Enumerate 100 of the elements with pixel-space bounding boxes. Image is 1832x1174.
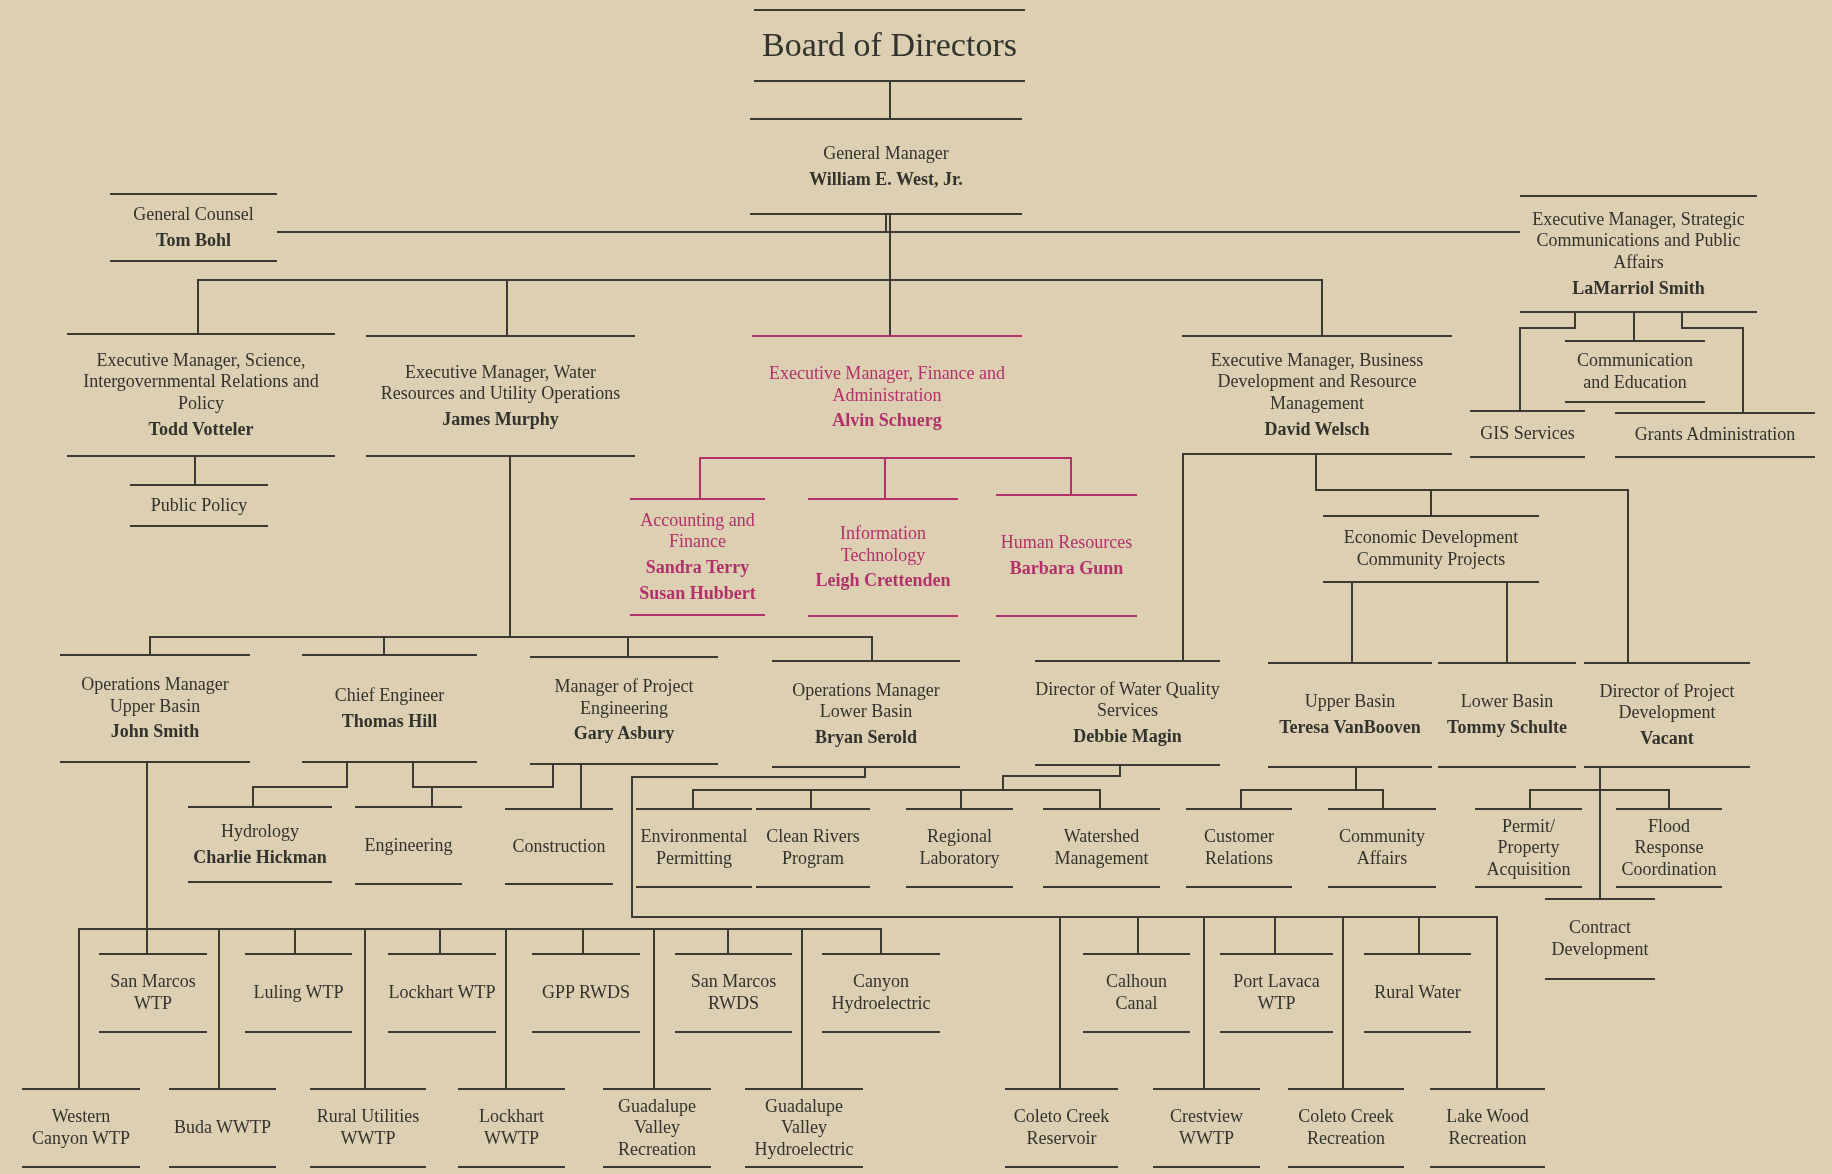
unit-title: Economic Development Community Projects xyxy=(1342,527,1520,571)
unit-title: Manager of Project Engineering xyxy=(553,676,695,720)
connector-line xyxy=(1506,582,1508,663)
org-unit-band xyxy=(1153,1088,1260,1168)
org-unit-band xyxy=(1182,335,1452,455)
org-unit-band xyxy=(67,333,335,457)
org-unit-band xyxy=(1288,1088,1404,1168)
unit-title: Construction xyxy=(512,835,606,858)
org-unit-band xyxy=(1083,953,1190,1033)
person-name: William E. West, Jr. xyxy=(809,168,963,191)
unit-title: Coleto Creek Recreation xyxy=(1297,1106,1395,1150)
person-name: Todd Votteler xyxy=(148,418,254,441)
unit-title: Guadalupe Valley Recreation xyxy=(617,1095,697,1161)
org-unit-band xyxy=(675,953,792,1033)
org-unit-band xyxy=(1328,808,1436,888)
connector-line xyxy=(889,81,891,119)
org-unit-band xyxy=(366,335,635,457)
connector-line xyxy=(1355,767,1384,809)
person-name: Bryan Serold xyxy=(814,726,918,749)
connector-line xyxy=(580,764,582,809)
org-unit-band xyxy=(1545,898,1655,980)
org-unit-band xyxy=(110,193,277,262)
unit-title: Executive Manager, Strategic Communications and Public Affairs xyxy=(1531,208,1746,274)
org-unit-band xyxy=(169,1088,276,1168)
unit-title: San Marcos WTP xyxy=(109,971,197,1015)
unit-title: Environmental Permitting xyxy=(639,826,749,870)
unit-title: Luling WTP xyxy=(253,982,344,1004)
org-unit-band xyxy=(636,808,752,888)
person-name: LaMarriol Smith xyxy=(1572,277,1705,300)
unit-title: Clean Rivers Program xyxy=(765,826,861,870)
unit-title: Customer Relations xyxy=(1203,826,1275,870)
org-unit-band xyxy=(310,1088,426,1168)
org-unit-band xyxy=(22,1088,140,1168)
org-unit-band xyxy=(996,494,1137,617)
unit-title: Hydrology xyxy=(221,820,299,843)
unit-title: Coleto Creek Reservoir xyxy=(1012,1106,1111,1150)
unit-title: Board of Directors xyxy=(762,25,1017,66)
connector-line xyxy=(1315,454,1629,663)
unit-title: Buda WWTP xyxy=(173,1117,272,1139)
org-unit-band xyxy=(1475,808,1582,888)
unit-title: GPP RWDS xyxy=(542,982,630,1004)
unit-title: San Marcos RWDS xyxy=(689,971,778,1015)
unit-title: Rural Utilities WWTP xyxy=(315,1106,421,1150)
unit-title: Port Lavaca WTP xyxy=(1232,971,1321,1015)
org-unit-band xyxy=(906,808,1013,888)
org-unit-band xyxy=(532,953,640,1033)
person-name: Susan Hubbert xyxy=(639,582,756,605)
person-name: Charlie Hickman xyxy=(193,846,327,869)
unit-title: Engineering xyxy=(364,834,453,857)
connector-line xyxy=(1182,454,1184,661)
connector-line xyxy=(699,457,886,499)
unit-title: Community Affairs xyxy=(1338,826,1426,870)
org-unit-band xyxy=(1438,662,1576,768)
unit-title: Calhoun Canal xyxy=(1105,971,1168,1015)
unit-title: Regional Laboratory xyxy=(918,826,1001,870)
unit-title: Lockhart WWTP xyxy=(478,1106,545,1150)
unit-title: Director of Project Development xyxy=(1598,680,1736,724)
unit-title: Lockhart WTP xyxy=(388,982,496,1004)
person-name: Gary Asbury xyxy=(573,723,675,745)
unit-title: Contract Development xyxy=(1550,917,1650,961)
org-unit-band xyxy=(630,498,765,616)
person-name: James Murphy xyxy=(442,408,559,431)
unit-title: Grants Administration xyxy=(1634,424,1796,446)
unit-title: GIS Services xyxy=(1480,423,1575,445)
unit-title: Lake Wood Recreation xyxy=(1445,1106,1530,1150)
connector-line xyxy=(884,457,886,499)
org-unit-band xyxy=(130,484,268,527)
person-name: Teresa VanBooven xyxy=(1279,717,1421,739)
connector-line xyxy=(194,456,196,485)
org-unit-band xyxy=(745,1088,863,1168)
unit-title: Executive Manager, Finance and Administration xyxy=(767,363,1007,407)
board-band xyxy=(754,9,1025,82)
unit-title: Canyon Hydroelectric xyxy=(830,971,932,1015)
person-name: Leigh Crettenden xyxy=(815,570,951,592)
unit-title: Western Canyon WTP xyxy=(30,1106,132,1150)
connector-line xyxy=(1002,765,1121,809)
connector-line xyxy=(1519,312,1576,411)
unit-title: Information Technology xyxy=(839,523,927,567)
unit-title: Permit/ Property Acquisition xyxy=(1485,815,1572,881)
org-unit-band xyxy=(505,808,613,885)
org-unit-band xyxy=(1268,662,1432,768)
person-name: Debbie Magin xyxy=(1073,725,1182,748)
person-name: Thomas Hill xyxy=(341,710,438,733)
org-unit-band xyxy=(355,806,462,885)
org-unit-band xyxy=(1616,808,1722,888)
org-unit-band xyxy=(99,953,207,1033)
org-unit-band xyxy=(60,654,250,763)
unit-title: Guadalupe Valley Hydroelectric xyxy=(753,1095,855,1161)
unit-title: Upper Basin xyxy=(1304,691,1396,713)
connector-line xyxy=(1633,312,1635,341)
org-unit-band xyxy=(1323,515,1539,583)
person-name: John Smith xyxy=(110,721,200,743)
connector-line xyxy=(431,764,554,807)
connector-line xyxy=(631,767,1498,1089)
org-unit-band xyxy=(1584,662,1750,768)
org-unit-band xyxy=(188,806,332,883)
person-name: Alvin Schuerg xyxy=(832,410,942,432)
person-name: Tommy Schulte xyxy=(1447,717,1567,739)
person-name: Barbara Gunn xyxy=(1009,557,1124,580)
connector-line xyxy=(146,762,803,1089)
